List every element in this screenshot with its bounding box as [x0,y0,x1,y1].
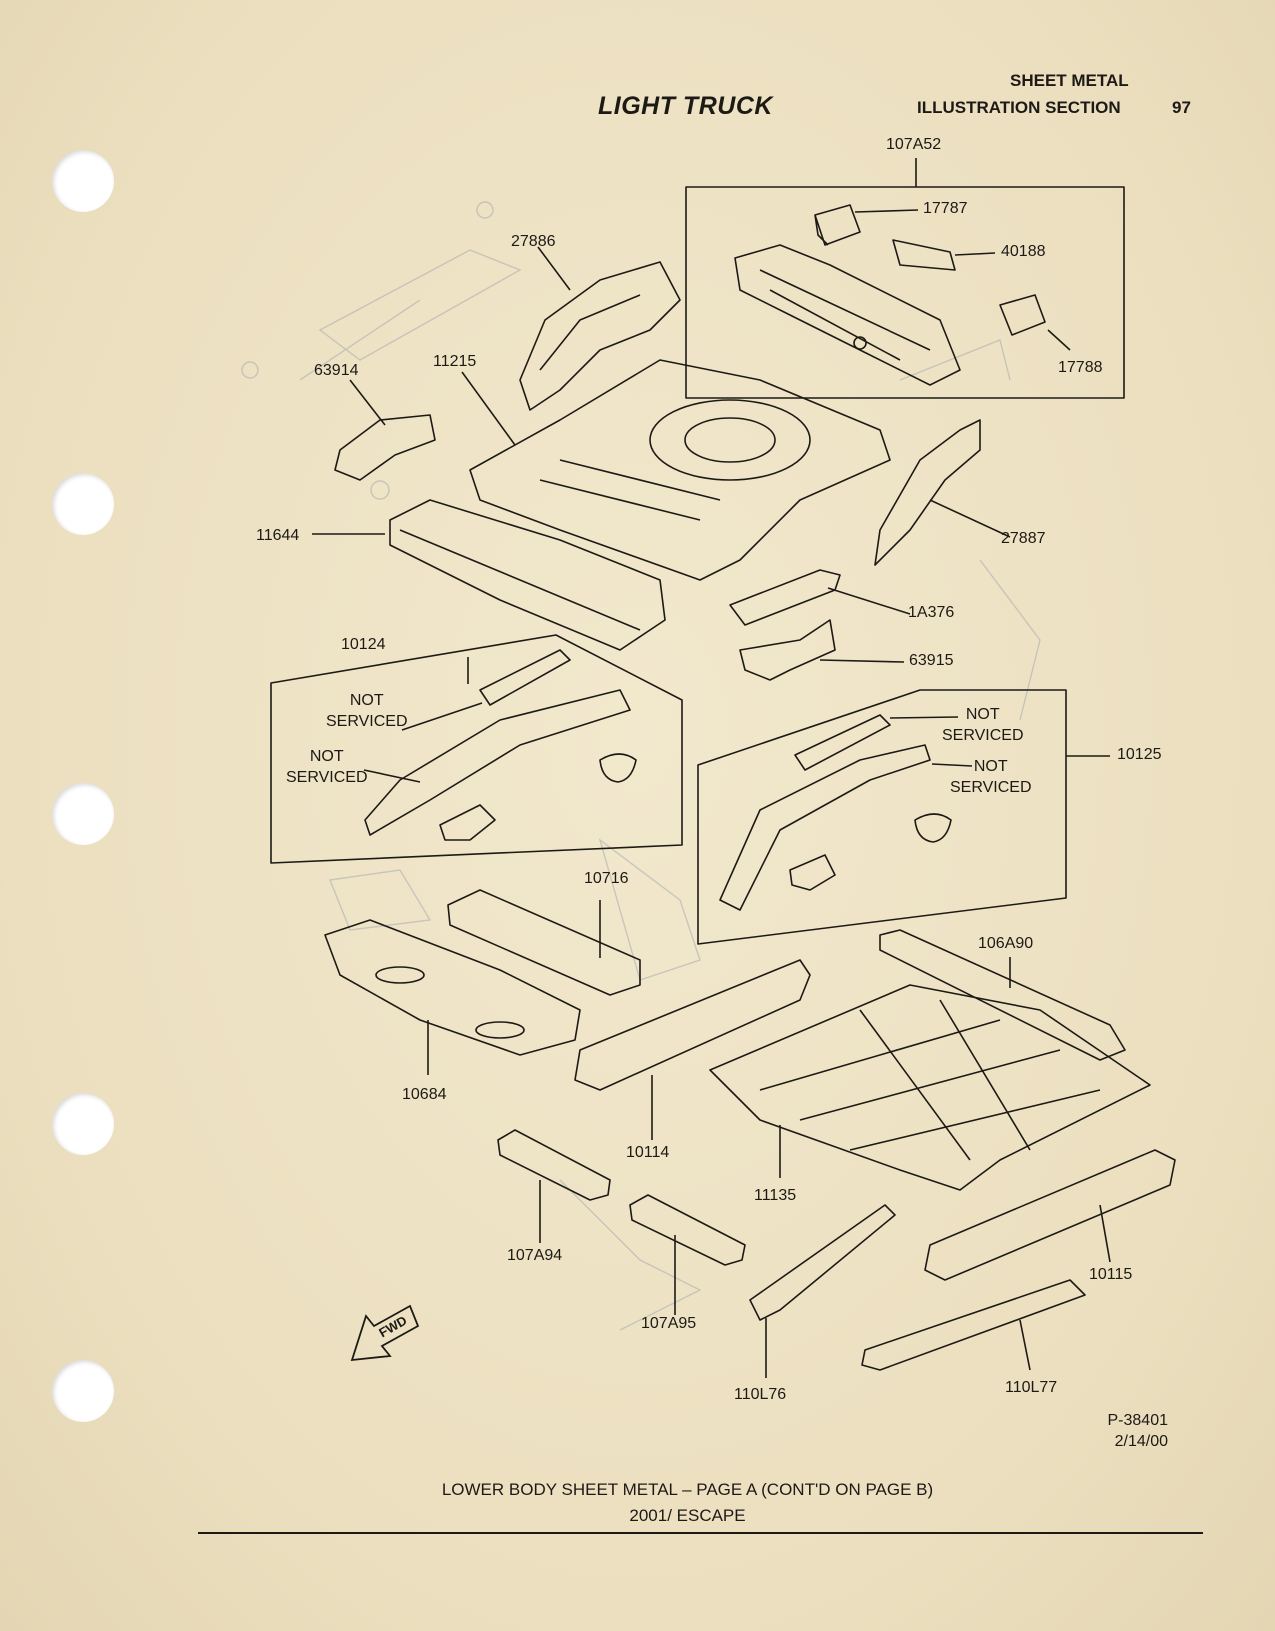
not-serviced-text: NOT SERVICED [326,692,408,730]
callout-10716: 10716 [584,870,629,887]
forward-arrow-icon [350,1304,420,1362]
callout-107A94: 107A94 [507,1247,563,1264]
callout-17788: 17788 [1058,359,1103,376]
not-serviced-text: NOT SERVICED [942,706,1024,744]
not-serviced-note-3: NOT SERVICED [942,704,1024,746]
part-17787-bracket [814,204,861,246]
inset-box-10124 [270,634,683,864]
part-10115-rocker [924,1149,1176,1281]
part-10125-bracket [789,854,836,891]
part-10125-cup [914,813,952,843]
part-11135-front-floor-pan [709,984,1151,1191]
part-10716-crossmember [447,889,641,996]
part-10124-rail-upper [479,649,571,706]
part-107A94-bracket [497,1129,611,1201]
callout-10115: 10115 [1089,1266,1133,1283]
binder-hole-5 [52,1360,114,1422]
part-1A376-bracket [729,569,841,626]
part-10684-crossmember [324,919,581,1056]
part-63914-bracket [334,414,436,481]
part-10125-rail-lower [719,744,931,911]
part-10125-rail-upper [794,714,891,771]
page-title: LIGHT TRUCK [598,92,773,120]
callout-110L76: 110L76 [734,1386,787,1403]
callout-63914: 63914 [314,362,359,379]
part-rear-rail-assembly [734,244,961,386]
part-63915-bracket [739,619,836,681]
section-name: SHEET METAL [1010,71,1129,90]
page-number: 97 [1172,98,1191,117]
callout-1A376: 1A376 [908,604,955,621]
callout-63915: 63915 [909,652,954,669]
part-10124-rail-lower [364,689,631,836]
inset-box-107A52 [685,186,1125,399]
part-11215-rear-floor-pan [469,359,891,581]
callout-11644: 11644 [256,527,300,544]
inset-box-10125 [697,689,1067,945]
not-serviced-note-4: NOT SERVICED [950,756,1032,798]
callout-107A95: 107A95 [641,1315,697,1332]
callout-10124: 10124 [341,636,386,653]
illustration-reference: P-38401 2/14/00 [1078,1410,1169,1452]
not-serviced-text: NOT SERVICED [286,748,368,786]
callout-27887: 27887 [1001,530,1046,547]
callout-40188: 40188 [1001,243,1046,260]
not-serviced-note-1: NOT SERVICED [326,690,408,732]
binder-hole-1 [52,150,114,212]
section-subname: ILLUSTRATION SECTION [917,98,1121,117]
callout-11215: 11215 [433,353,477,370]
part-110L77-rail [861,1279,1086,1371]
callout-107A52: 107A52 [886,136,942,153]
part-27887-wheelhouse-rh [874,419,981,566]
bleed-through-art [241,201,1041,1331]
callout-11135: 11135 [754,1187,797,1204]
callout-17787: 17787 [923,200,968,217]
part-40188-bracket [892,239,956,271]
part-110L76-rail [749,1204,896,1321]
binder-hole-2 [52,473,114,535]
footer-caption: LOWER BODY SHEET METAL – PAGE A (CONT'D … [441,1480,934,1499]
binder-hole-3 [52,783,114,845]
reference-date: 2/14/00 [1114,1433,1168,1450]
part-17788-bracket [999,294,1046,336]
part-106A90-crossmember [879,929,1126,1061]
callout-27886: 27886 [511,233,556,250]
reference-id: P-38401 [1107,1412,1169,1429]
callout-10114: 10114 [626,1144,670,1161]
callout-110L77: 110L77 [1005,1379,1058,1396]
not-serviced-text: NOT SERVICED [950,758,1032,796]
part-10124-bracket [439,804,496,841]
part-27886-wheelhouse [519,261,681,411]
part-107A95-bracket [629,1194,746,1266]
part-10124-cup [599,753,637,783]
part-10114-rocker [574,959,811,1091]
not-serviced-note-2: NOT SERVICED [286,746,368,788]
part-11644-crossmember [389,499,666,651]
footer-model: 2001/ ESCAPE [629,1506,746,1525]
callout-106A90: 106A90 [978,935,1034,952]
callout-10684: 10684 [402,1086,447,1103]
binder-hole-4 [52,1093,114,1155]
callout-10125: 10125 [1117,746,1162,763]
